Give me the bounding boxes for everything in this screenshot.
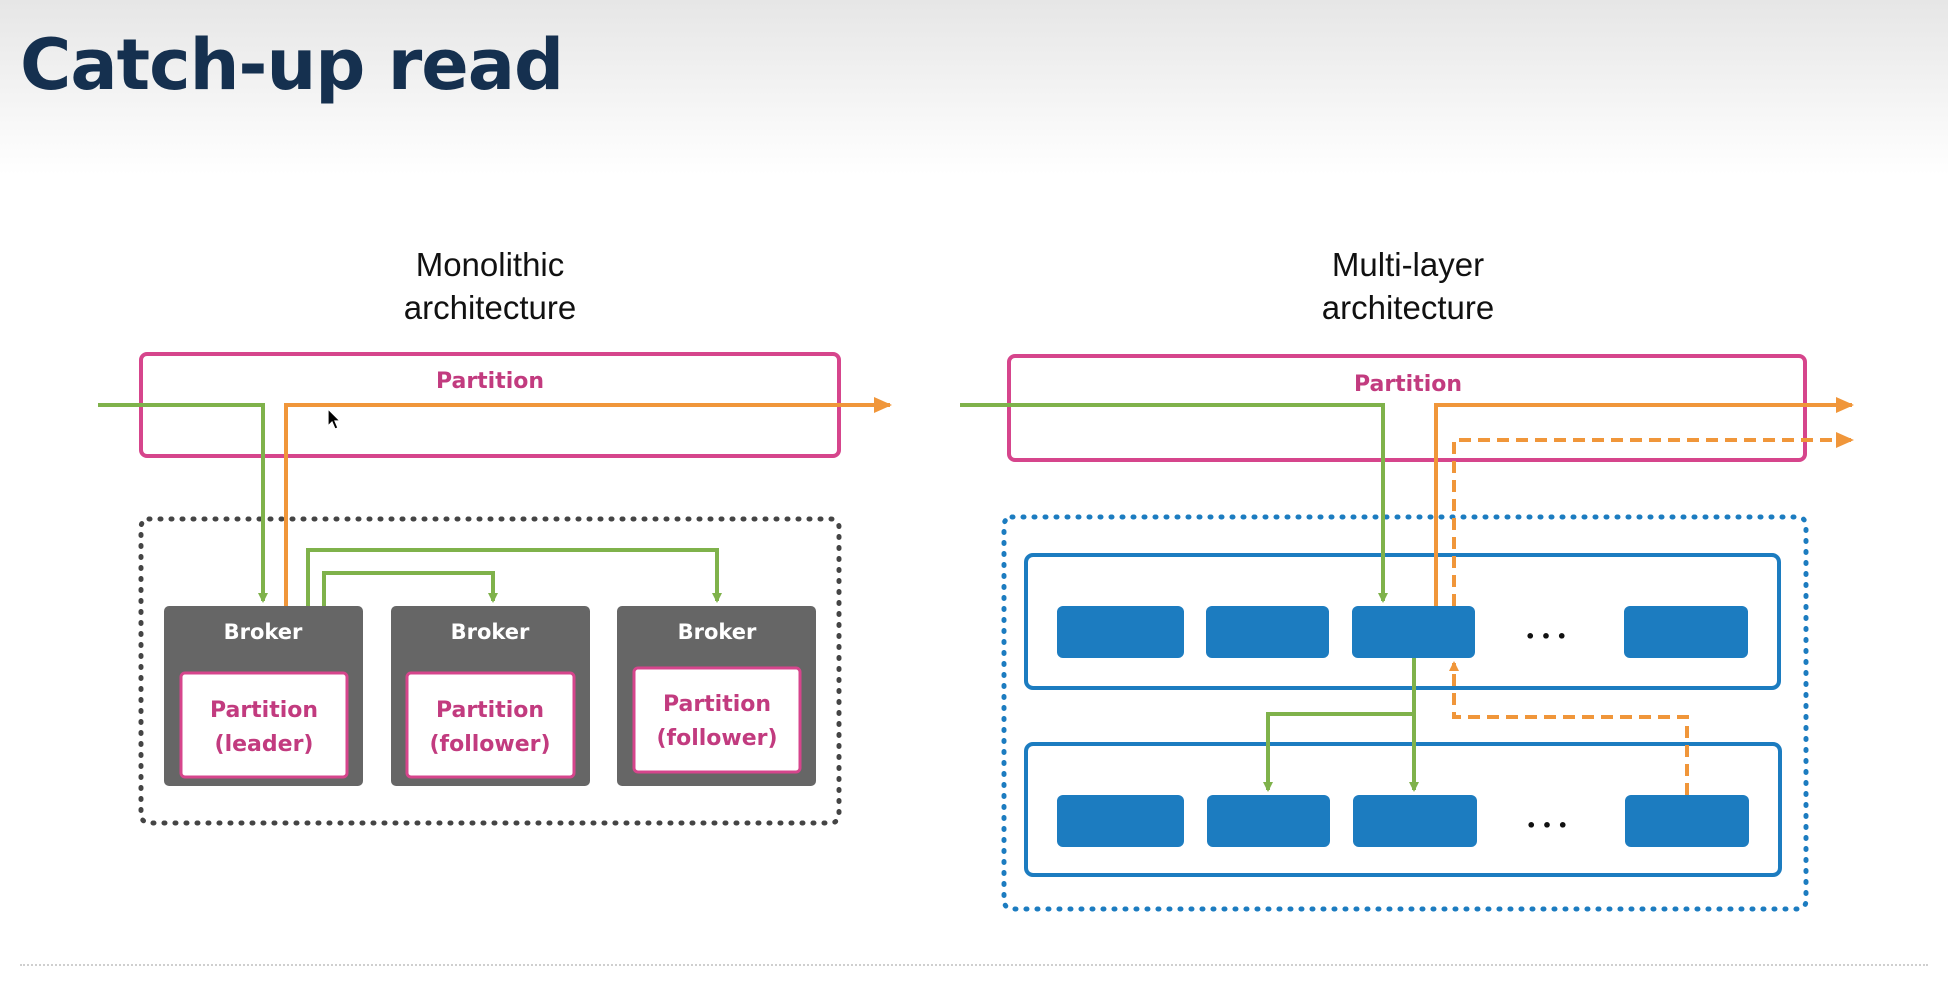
broker-3-label: Broker bbox=[678, 620, 757, 644]
footer-divider bbox=[20, 964, 1928, 966]
lower-layer-ellipsis: • • • bbox=[1526, 816, 1568, 835]
broker-2-partition-line2: (follower) bbox=[429, 732, 550, 757]
lower-layer-node-4 bbox=[1625, 795, 1749, 847]
tiered-replication-arrow-2 bbox=[1263, 712, 1414, 792]
multilayer-write-arrow bbox=[960, 403, 1388, 603]
slide-title: Catch-up read bbox=[20, 24, 564, 106]
upper-layer-node-2 bbox=[1206, 606, 1329, 658]
upper-layer-node-3 bbox=[1352, 606, 1475, 658]
multilayer-title-line1: Multi-layer bbox=[1332, 246, 1484, 283]
broker-3-partition-line1: Partition bbox=[663, 692, 771, 717]
replication-arrow-to-broker-3 bbox=[306, 548, 722, 606]
multilayer-read-arrow bbox=[1434, 397, 1854, 606]
upper-layer-ellipsis: • • • bbox=[1525, 627, 1567, 646]
catch-up-read-dashed-arrow-up bbox=[1449, 661, 1689, 795]
monolithic-partition-label: Partition bbox=[436, 369, 544, 394]
mouse-pointer-icon bbox=[327, 408, 342, 430]
broker-2-partition-box bbox=[405, 671, 576, 779]
broker-3-partition-box bbox=[632, 666, 802, 774]
broker-3: Broker Partition (follower) bbox=[617, 606, 816, 786]
lower-layer-box bbox=[1024, 742, 1782, 877]
upper-layer-box bbox=[1024, 553, 1781, 690]
monolithic-write-arrow bbox=[98, 403, 268, 603]
monolithic-title-line1: Monolithic bbox=[416, 246, 565, 283]
broker-2-partition-line1: Partition bbox=[436, 698, 544, 723]
broker-1-partition-line2: (leader) bbox=[215, 732, 314, 757]
replication-arrow-to-broker-2 bbox=[322, 571, 498, 606]
header-band bbox=[0, 0, 1948, 175]
broker-3-partition-line2: (follower) bbox=[656, 726, 777, 751]
lower-layer-node-3 bbox=[1353, 795, 1477, 847]
catch-up-read-dashed-arrow-out bbox=[1452, 432, 1854, 606]
broker-1-partition-line1: Partition bbox=[210, 698, 318, 723]
broker-1-label: Broker bbox=[224, 620, 303, 644]
multilayer-partition-label: Partition bbox=[1354, 372, 1462, 397]
monolithic-cluster-boundary bbox=[138, 516, 842, 826]
monolithic-title-line2: architecture bbox=[404, 289, 576, 326]
lower-layer-node-2 bbox=[1207, 795, 1330, 847]
lower-layer-node-1 bbox=[1057, 795, 1184, 847]
broker-2-label: Broker bbox=[451, 620, 530, 644]
upper-layer-node-4 bbox=[1624, 606, 1748, 658]
multilayer-partition-box bbox=[1007, 354, 1807, 462]
broker-2: Broker Partition (follower) bbox=[391, 606, 590, 786]
multilayer-title-line2: architecture bbox=[1322, 289, 1494, 326]
upper-layer-node-1 bbox=[1057, 606, 1184, 658]
broker-1-partition-box bbox=[179, 671, 349, 779]
broker-1: Broker Partition (leader) bbox=[164, 606, 363, 786]
monolithic-read-arrow bbox=[284, 397, 892, 606]
